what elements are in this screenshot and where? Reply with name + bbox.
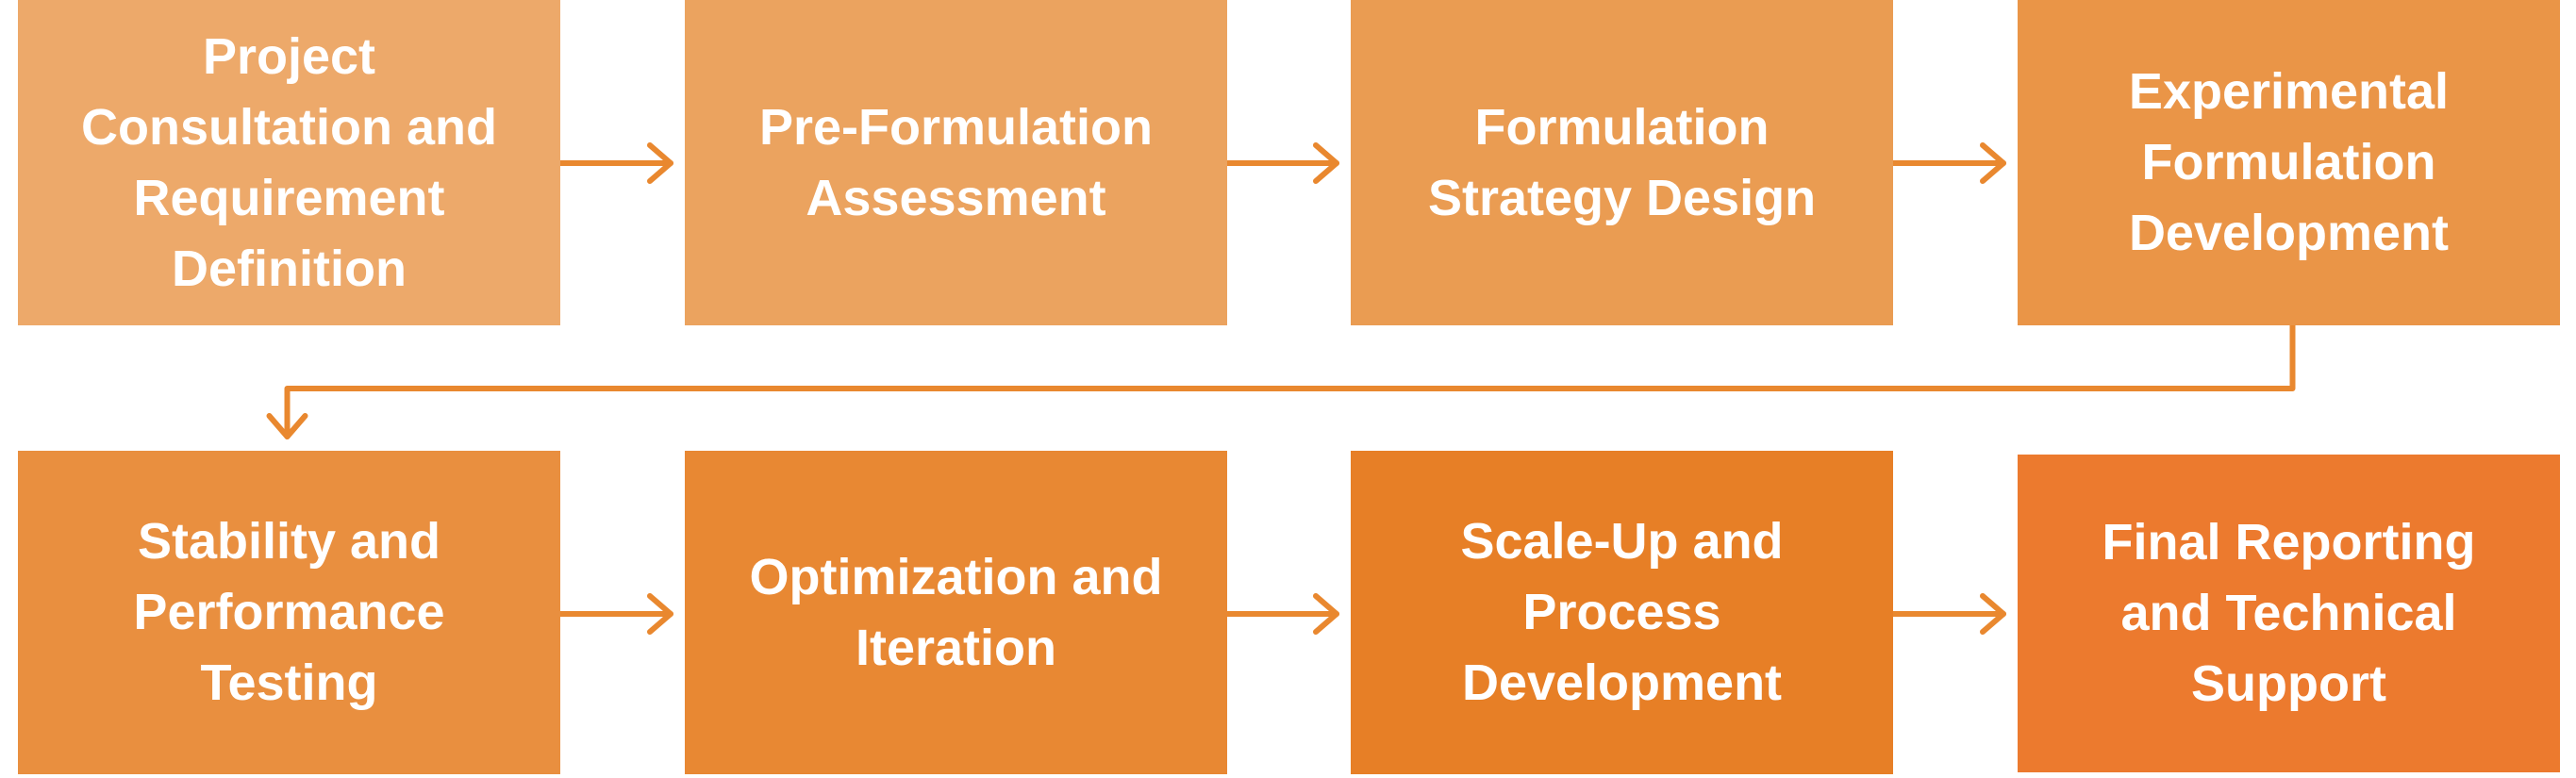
step-label: Experimental Formulation Development [2129,57,2449,269]
step-label: Stability and Performance Testing [133,506,444,719]
step-label: Project Consultation and Requirement Def… [81,22,497,305]
step-label-line: Definition [172,240,407,297]
arrowhead-icon [1980,593,2006,635]
step-label-line: Support [2191,655,2386,712]
arrowhead-icon [1313,593,1339,635]
step-final-reporting-technical-support: Final Reporting and Technical Support [2018,455,2560,772]
step-label-line: Requirement [133,169,445,226]
arrowhead-icon [1980,142,2006,184]
step-label: Pre-Formulation Assessment [759,92,1153,234]
step-label: Scale-Up and Process Development [1460,506,1783,719]
step-label-line: Formulation [2141,134,2436,190]
step-label-line: Final Reporting [2102,514,2476,571]
step-label-line: Iteration [855,619,1057,676]
step-label: Formulation Strategy Design [1428,92,1816,234]
step-stability-performance-testing: Stability and Performance Testing [18,451,560,774]
arrowhead-icon [1313,142,1339,184]
step-formulation-strategy-design: Formulation Strategy Design [1351,0,1893,325]
step-label-line: Performance [133,584,445,640]
step-optimization-iteration: Optimization and Iteration [685,451,1227,774]
step-label-line: Scale-Up and [1460,513,1784,570]
step-label-line: Optimization and [749,548,1163,605]
step-label-line: Project [202,27,376,85]
step-label-line: Assessment [806,169,1106,226]
step-label-line: Consultation and [81,98,497,156]
step-scale-up-process-development: Scale-Up and Process Development [1351,451,1893,774]
step-label-line: Testing [200,654,378,711]
step-label-line: and Technical [2120,585,2457,641]
step-label-line: Process [1522,584,1721,640]
step-label-line: Experimental [2128,63,2450,120]
step-label-line: Formulation [1474,98,1770,156]
step-label: Optimization and Iteration [750,542,1163,684]
arrowhead-icon [266,413,308,439]
step-label-line: Development [2128,205,2450,261]
arrowhead-icon [647,593,673,635]
step-label-line: Development [1461,654,1783,711]
arrowhead-icon [647,142,673,184]
step-label-line: Pre-Formulation [758,98,1154,156]
step-label-line: Strategy Design [1427,169,1817,226]
step-experimental-formulation-development: Experimental Formulation Development [2018,0,2560,325]
step-pre-formulation-assessment: Pre-Formulation Assessment [685,0,1227,325]
step-project-consultation: Project Consultation and Requirement Def… [18,0,560,325]
step-label-line: Stability and [137,513,441,570]
step-label: Final Reporting and Technical Support [2102,507,2476,720]
connector-arrow-line [284,323,2296,439]
